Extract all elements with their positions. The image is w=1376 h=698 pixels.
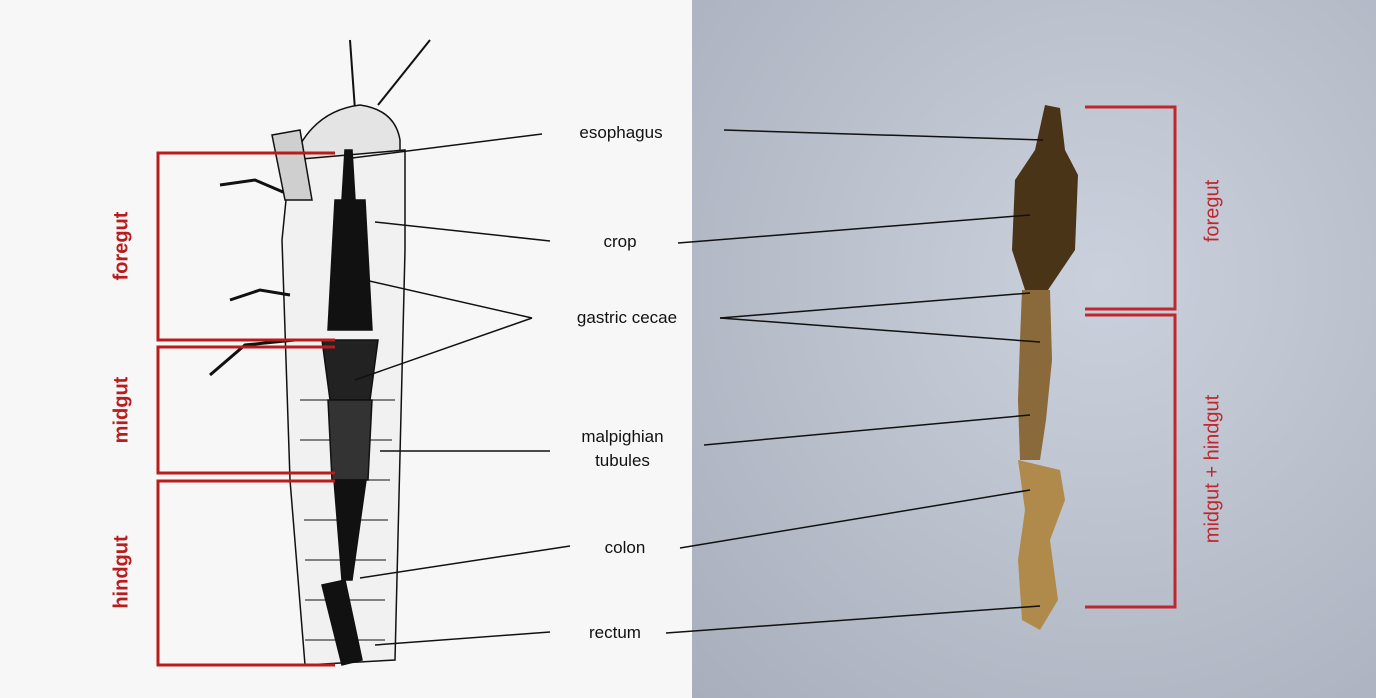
specimen-foregut: [1012, 105, 1078, 290]
line-rectum-right: [666, 606, 1040, 633]
leg-middle: [230, 290, 290, 300]
insect-drawing: [210, 40, 430, 665]
leg-hind: [210, 340, 295, 375]
label-crop: crop: [570, 231, 670, 253]
label-rectum: rectum: [560, 622, 670, 644]
gut-crop: [328, 200, 372, 330]
line-crop-right: [678, 215, 1030, 243]
line-cecae-right-2: [720, 318, 1040, 342]
label-colon: colon: [575, 537, 675, 559]
left-label-foregut: foregut: [111, 212, 134, 281]
left-label-hindgut: hindgut: [111, 535, 134, 608]
label-gastric-cecae: gastric cecae: [542, 307, 712, 329]
line-rectum-left: [375, 632, 550, 645]
line-malpighian-right: [704, 415, 1030, 445]
right-label-midgut-hindgut: midgut + hindgut: [1202, 395, 1225, 543]
gut-midgut: [328, 400, 372, 480]
antenna-right: [378, 40, 430, 105]
leader-lines: [352, 130, 1043, 645]
right-label-foregut: foregut: [1202, 180, 1225, 242]
bracket-right-foregut: [1085, 107, 1175, 309]
right-brackets: [1085, 107, 1175, 607]
left-label-midgut: midgut: [111, 377, 134, 444]
label-malpighian-line2: tubules: [555, 450, 690, 472]
line-colon-right: [680, 490, 1030, 548]
leg-front: [220, 180, 290, 195]
line-esophagus-right: [724, 130, 1043, 140]
specimen-hindgut: [1018, 460, 1065, 630]
label-esophagus: esophagus: [556, 122, 686, 144]
antenna-left: [350, 40, 355, 110]
specimen-midgut: [1018, 290, 1052, 460]
bracket-right-midhind: [1085, 315, 1175, 607]
gut-cecae: [322, 340, 378, 400]
label-malpighian-line1: malpighian: [555, 426, 690, 448]
gut-specimen: [1012, 105, 1078, 630]
line-cecae-right-1: [720, 293, 1030, 318]
